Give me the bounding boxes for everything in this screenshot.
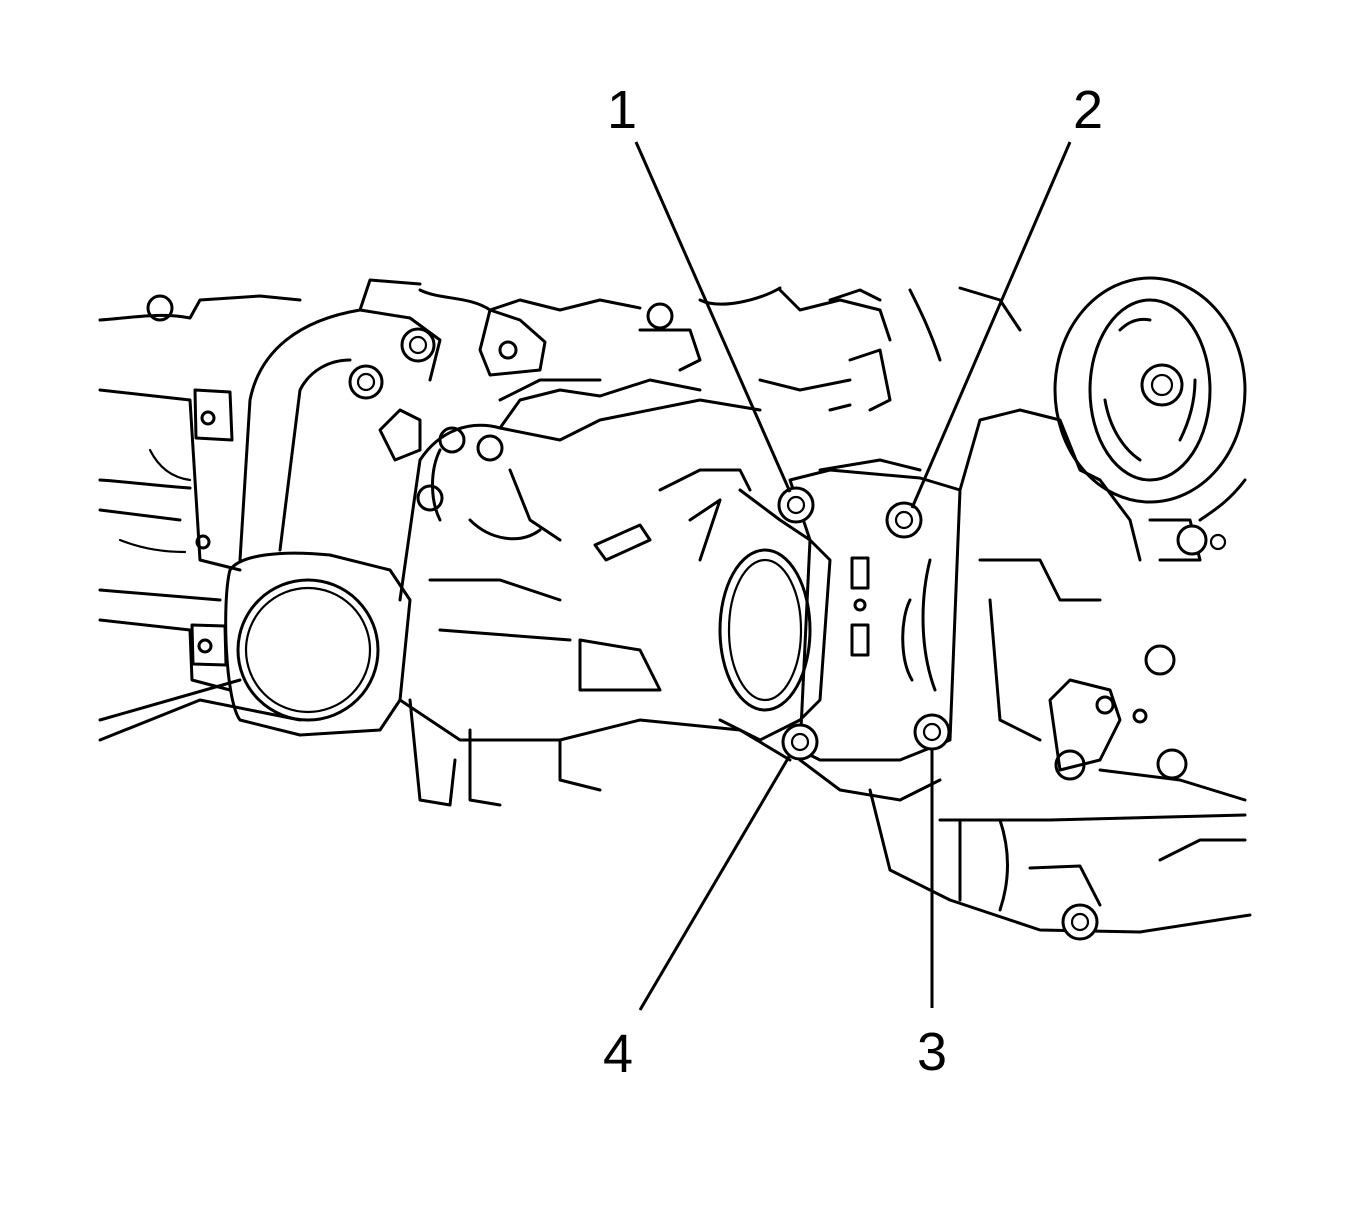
- callout-2: 2: [1073, 80, 1103, 140]
- oil-pan: [868, 768, 1252, 941]
- leader-line-4: [638, 754, 792, 1011]
- upper-engine-head: [418, 286, 1022, 412]
- right-bracket: [958, 408, 1247, 781]
- callout-labels: 1 2 3 4: [603, 80, 1103, 1084]
- bolt-4-fastener: [781, 723, 819, 761]
- bolt-3-fastener: [913, 713, 951, 751]
- callout-3: 3: [917, 1022, 947, 1082]
- bolt-2-fastener: [885, 501, 923, 539]
- pulley: [1053, 276, 1247, 504]
- leader-line-1: [634, 141, 792, 493]
- mount-plate: [788, 458, 962, 802]
- right-round-port: [718, 488, 832, 742]
- left-round-port: [224, 551, 412, 737]
- bolt-1-fastener: [777, 486, 815, 524]
- central-housing: [398, 378, 792, 807]
- leader-lines: [634, 141, 1072, 1011]
- leader-line-2: [910, 141, 1072, 509]
- callout-1: 1: [607, 80, 637, 140]
- mount-bracket: [238, 278, 442, 562]
- callout-4: 4: [603, 1024, 633, 1084]
- left-engine-block: [98, 294, 302, 742]
